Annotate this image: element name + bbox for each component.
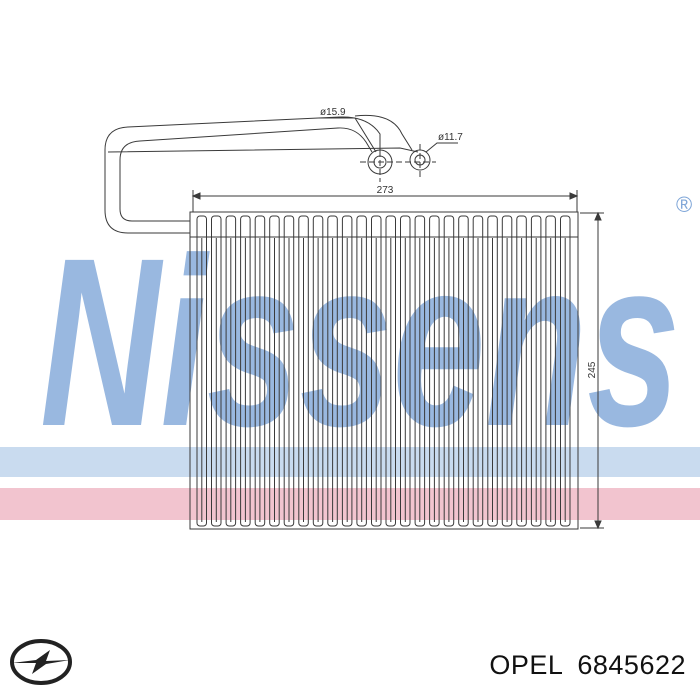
fin-tube [211, 215, 222, 527]
fin-tube [254, 215, 266, 527]
fin-tube [269, 215, 280, 527]
pipe-second [107, 147, 419, 153]
height-arrow-top [594, 211, 602, 221]
fin-group [196, 215, 571, 527]
watermark-brand: Nissens [40, 208, 680, 476]
opel-blitz-logo [10, 639, 72, 685]
pipe-outer [104, 116, 381, 234]
fin-tube [371, 215, 382, 527]
brand-name: OPEL [489, 649, 564, 680]
fin-tube [429, 215, 440, 527]
fin-tube [560, 215, 571, 527]
width-arrow-right [569, 192, 579, 200]
fin-tube [356, 215, 367, 527]
fin-tube [385, 215, 396, 527]
fin-tube [240, 215, 251, 527]
fin-tube [196, 215, 207, 527]
watermark-stripe-blue [0, 447, 700, 477]
core-outline [189, 211, 579, 530]
fin-tube [472, 215, 484, 527]
fin-tube [458, 215, 469, 527]
opel-logo-bolt [12, 650, 70, 674]
evaporator-technical-drawing [104, 114, 604, 530]
fin-tube [400, 215, 411, 527]
fin-tube [341, 215, 353, 527]
leader-small-diameter [425, 142, 458, 153]
fin-tube [487, 215, 498, 527]
dimension-small-diameter: ø11.7 [438, 132, 463, 143]
dimension-width: 273 [377, 185, 394, 196]
fin-tube [530, 215, 542, 527]
watermark-registered-mark: ® [676, 192, 692, 217]
dimension-large-diameter: ø15.9 [320, 107, 346, 118]
fin-tube [516, 215, 527, 527]
height-arrow-bottom [594, 520, 602, 530]
fin-tube [225, 215, 237, 527]
fin-tube [501, 215, 513, 527]
opel-logo-ring [10, 639, 72, 685]
watermark-stripe-pink [0, 488, 700, 520]
fin-tube [312, 215, 324, 527]
fin-tube [298, 215, 309, 527]
width-arrow-left [191, 192, 201, 200]
fin-tube [443, 215, 455, 527]
fin-tube [414, 215, 426, 527]
dimension-height: 245 [587, 361, 598, 378]
part-caption: OPEL 6845622 [489, 645, 686, 685]
fin-tube [283, 215, 295, 527]
pipe-inner [119, 127, 373, 222]
leader-large-diameter [318, 117, 377, 153]
pipe-upper [354, 114, 413, 151]
fin-tube [327, 215, 338, 527]
part-number: 6845622 [577, 649, 686, 680]
fin-tube [545, 215, 556, 527]
